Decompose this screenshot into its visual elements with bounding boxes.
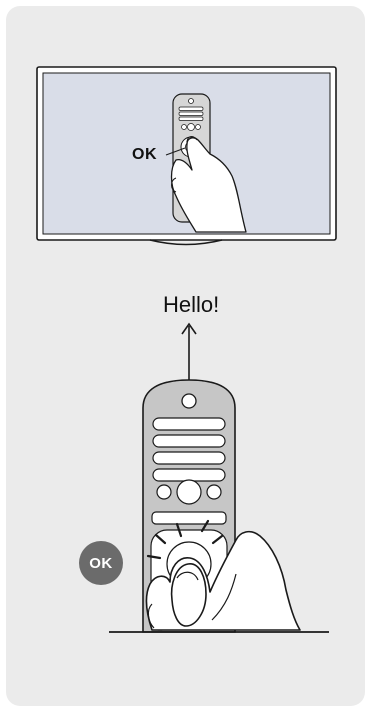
- ok-badge: OK: [79, 541, 123, 585]
- power-button: [182, 394, 196, 408]
- tv-ok-label: OK: [132, 146, 157, 164]
- ok-badge-label: OK: [89, 555, 113, 572]
- arrow-up-icon: [182, 324, 196, 385]
- hello-message: Hello!: [163, 292, 219, 318]
